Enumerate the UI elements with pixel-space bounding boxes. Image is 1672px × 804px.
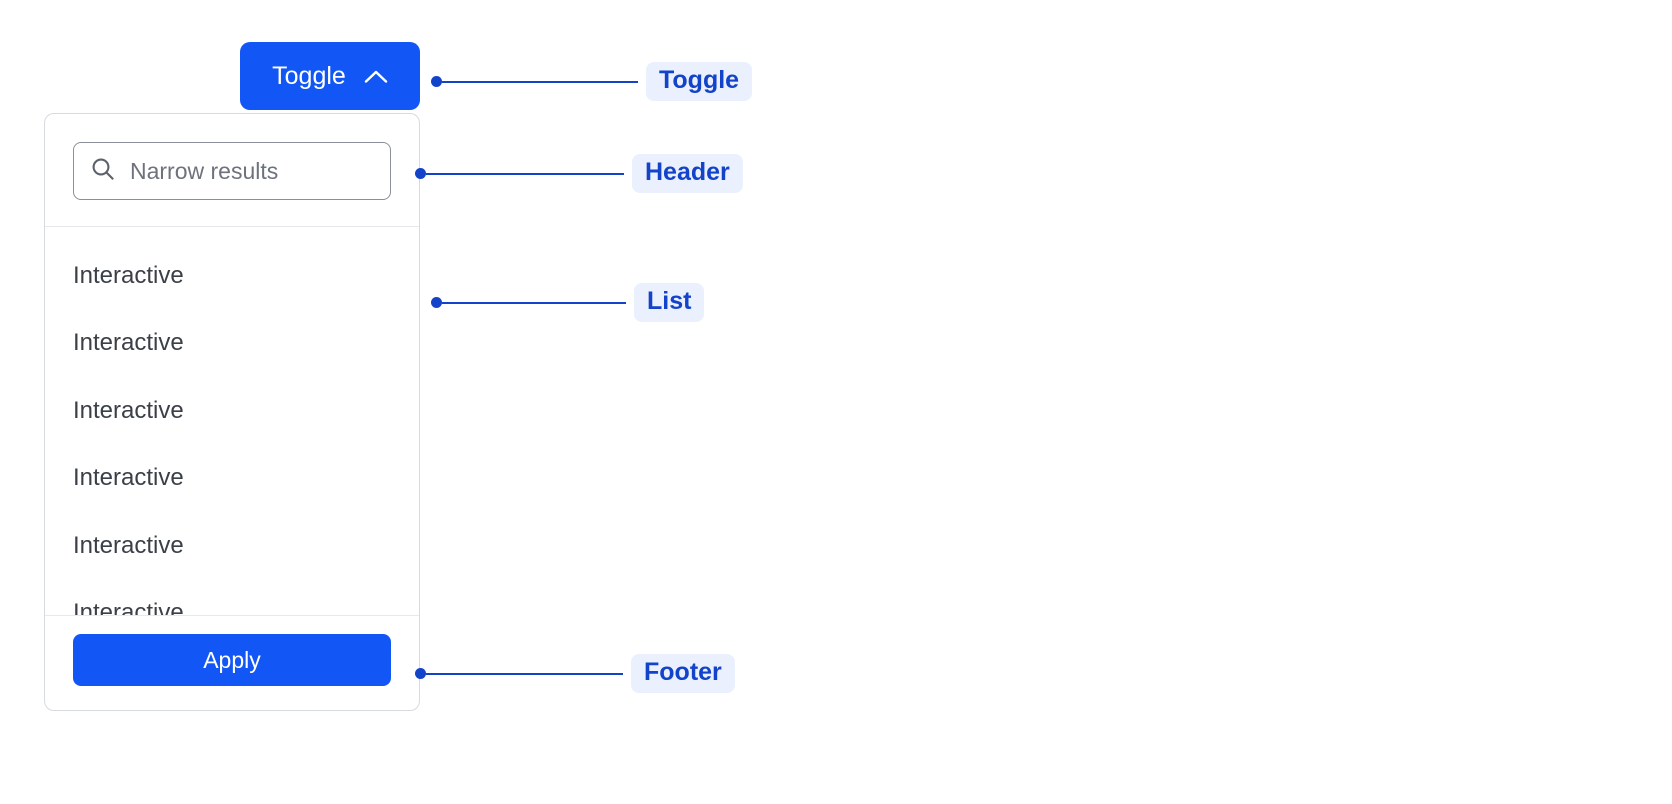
panel-footer: Apply [45,615,419,710]
list-item-label: Interactive [73,396,184,424]
toggle-button-label: Toggle [272,61,346,90]
dropdown-panel: Narrow results Interactive Interactive I… [44,113,420,711]
annotation-header: Header [415,154,743,193]
apply-button[interactable]: Apply [73,634,391,686]
annotation-toggle: Toggle [431,62,753,101]
search-input-placeholder: Narrow results [130,157,279,184]
chevron-up-icon [364,62,388,91]
annotation-line [442,301,626,304]
list-item-label: Interactive [73,464,184,492]
list-item[interactable]: Interactive [45,445,419,513]
search-icon [90,156,116,187]
annotation-label: List [634,283,705,322]
annotation-footer: Footer [415,654,735,693]
annotation-label: Header [632,154,743,193]
toggle-button[interactable]: Toggle [240,42,420,110]
panel-list: Interactive Interactive Interactive Inte… [45,227,419,615]
annotation-dot [431,76,442,87]
list-item[interactable]: Interactive [45,580,419,615]
annotation-label: Toggle [646,62,753,101]
annotation-dot [415,668,426,679]
annotation-list: List [431,283,705,322]
annotation-label: Footer [631,654,735,693]
list-item-label: Interactive [73,531,184,559]
list-item-label: Interactive [73,261,184,289]
apply-button-label: Apply [203,646,261,673]
annotation-line [442,80,638,83]
annotation-line [426,672,623,675]
annotation-line [426,172,624,175]
annotation-dot [431,297,442,308]
list-item-label: Interactive [73,329,184,357]
list-item[interactable]: Interactive [45,377,419,445]
list-item-label: Interactive [73,599,184,615]
list-item[interactable]: Interactive [45,512,419,580]
list-item[interactable]: Interactive [45,310,419,378]
annotation-dot [415,168,426,179]
list-item[interactable]: Interactive [45,242,419,310]
search-input[interactable]: Narrow results [73,142,391,200]
panel-header: Narrow results [45,114,419,227]
